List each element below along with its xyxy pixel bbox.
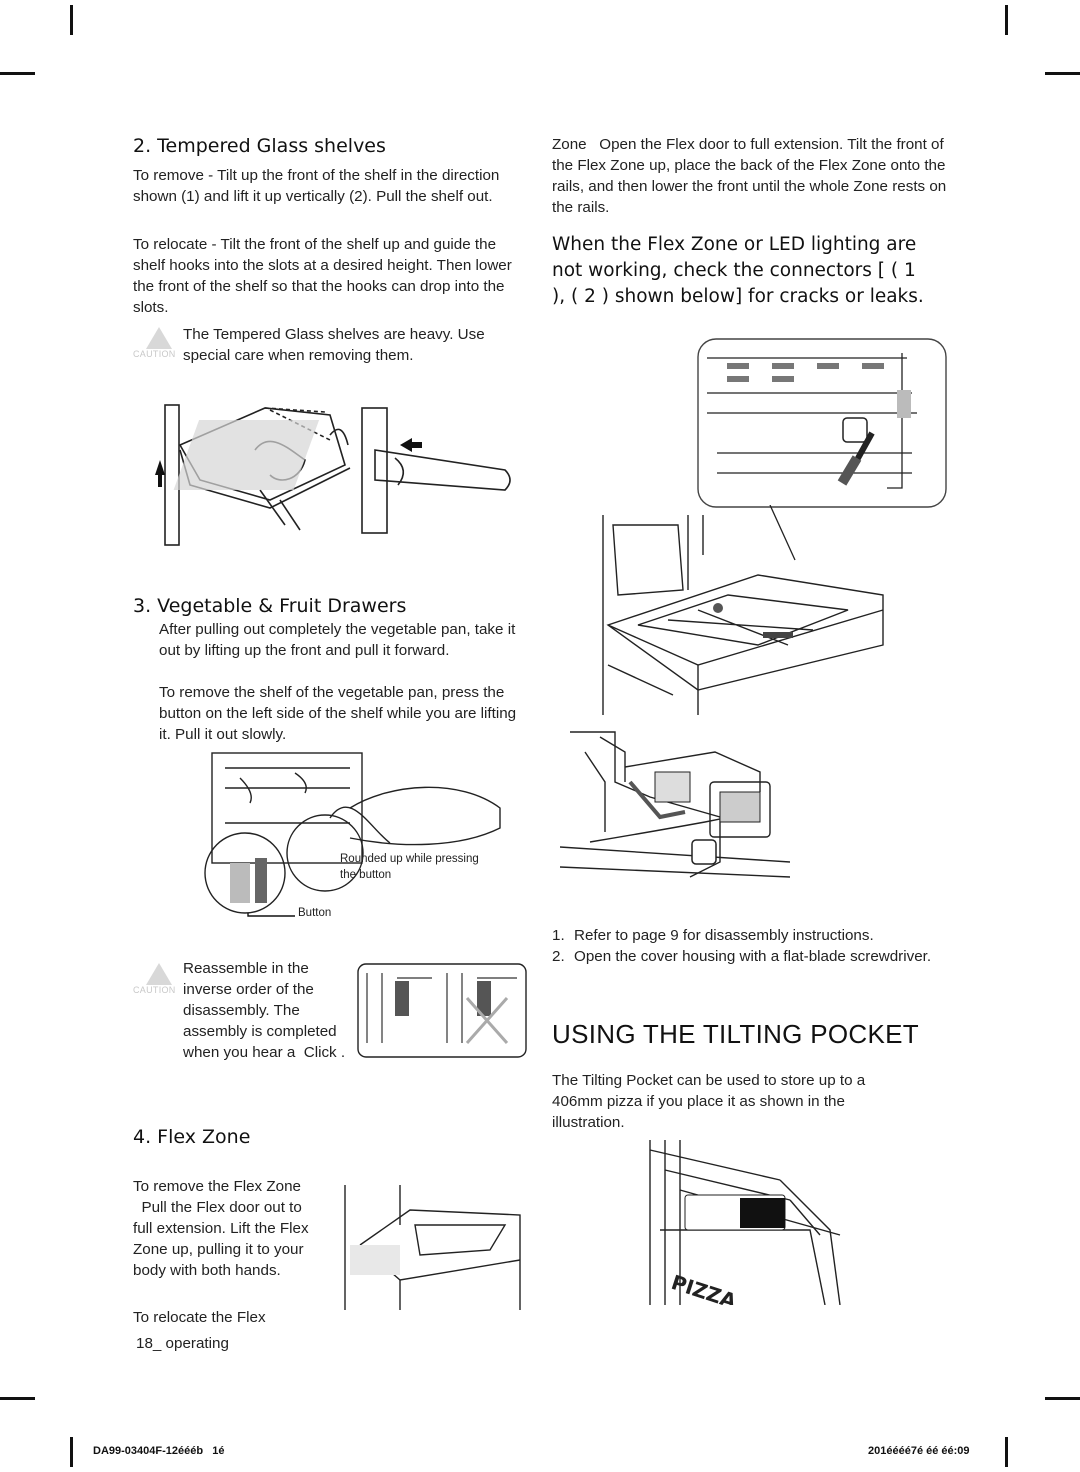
crop-mark — [1045, 72, 1080, 75]
glass-shelves-caution-text: The Tempered Glass shelves are heavy. Us… — [183, 326, 485, 364]
pointer-line — [769, 505, 796, 561]
figure-label-the-button: the button — [340, 869, 392, 881]
vegetable-drawer-illustration — [204, 752, 501, 917]
caution-icon — [146, 963, 172, 985]
vegetable-drawers-text-1: After pulling out completely the vegetab… — [159, 621, 516, 659]
page-number-label: 18_ operating — [136, 1335, 229, 1352]
flex-zone-relocate-text: To relocate the Flex — [133, 1309, 266, 1326]
vegetable-drawers-text-2: To remove the shelf of the vegetable pan… — [159, 684, 517, 743]
pizza-box-label: PIZZA — [668, 1270, 739, 1305]
led-connector-heading: When the Flex Zone or LED lighting are n… — [552, 234, 924, 307]
refrigerator-flex-drawer-illustration — [602, 515, 884, 715]
crop-mark — [1005, 1437, 1008, 1467]
figure-label-button: Button — [298, 907, 332, 919]
connector-housing-illustration — [560, 731, 790, 878]
crop-mark — [1005, 5, 1008, 35]
footer-timestamp: 201éééé7é éé éé:09 — [868, 1445, 970, 1457]
crop-mark — [70, 1437, 73, 1467]
step-number: 2. — [552, 948, 565, 965]
section-title-tilting-pocket: USING THE TILTING POCKET — [552, 1019, 919, 1049]
flex-zone-remove-text: To remove the Flex Zone Pull the Flex do… — [133, 1178, 309, 1279]
flex-zone-illustration — [344, 1185, 521, 1310]
tilting-pocket-text: The Tilting Pocket can be used to store … — [552, 1072, 866, 1131]
footer-doc-code: DA99-03404F-12éééb 1é — [93, 1445, 225, 1457]
caution-label: CAUTION — [133, 985, 176, 995]
connector-detail-illustration — [697, 338, 947, 508]
section-title-glass-shelves: 2. Tempered Glass shelves — [133, 135, 386, 157]
figure-label-rounded-up: Rounded up while pressing — [340, 853, 479, 865]
reassemble-caution-text: Reassemble in the inverse order of the d… — [183, 960, 346, 1061]
glass-shelves-relocate-text: To relocate - Tilt the front of the shel… — [133, 236, 512, 316]
list-item: 1. Refer to page 9 for disassembly instru… — [552, 925, 947, 946]
tilting-pocket-illustration: PIZZA — [649, 1140, 841, 1305]
crop-mark — [70, 5, 73, 35]
section-title-flex-zone: 4. Flex Zone — [133, 1126, 251, 1148]
crop-mark — [0, 72, 35, 75]
step-text: Open the cover housing with a flat-blade… — [574, 948, 932, 965]
flex-zone-relocate-continued: Zone Open the Flex door to full extensio… — [552, 136, 947, 216]
section-title-vegetable-drawers: 3. Vegetable & Fruit Drawers — [133, 595, 407, 617]
reassembly-illustration — [357, 963, 527, 1058]
step-number: 1. — [552, 927, 565, 944]
step-text: Refer to page 9 for disassembly instruct… — [574, 927, 874, 944]
caution-label: CAUTION — [133, 349, 176, 359]
crop-mark — [1045, 1397, 1080, 1400]
list-item: 2. Open the cover housing with a flat-bla… — [552, 946, 947, 967]
glass-shelf-illustration — [155, 404, 511, 546]
caution-icon — [146, 327, 172, 349]
crop-mark — [0, 1397, 35, 1400]
glass-shelves-remove-text: To remove - Tilt up the front of the she… — [133, 167, 500, 205]
connector-steps-list: 1. Refer to page 9 for disassembly instru… — [552, 925, 947, 967]
